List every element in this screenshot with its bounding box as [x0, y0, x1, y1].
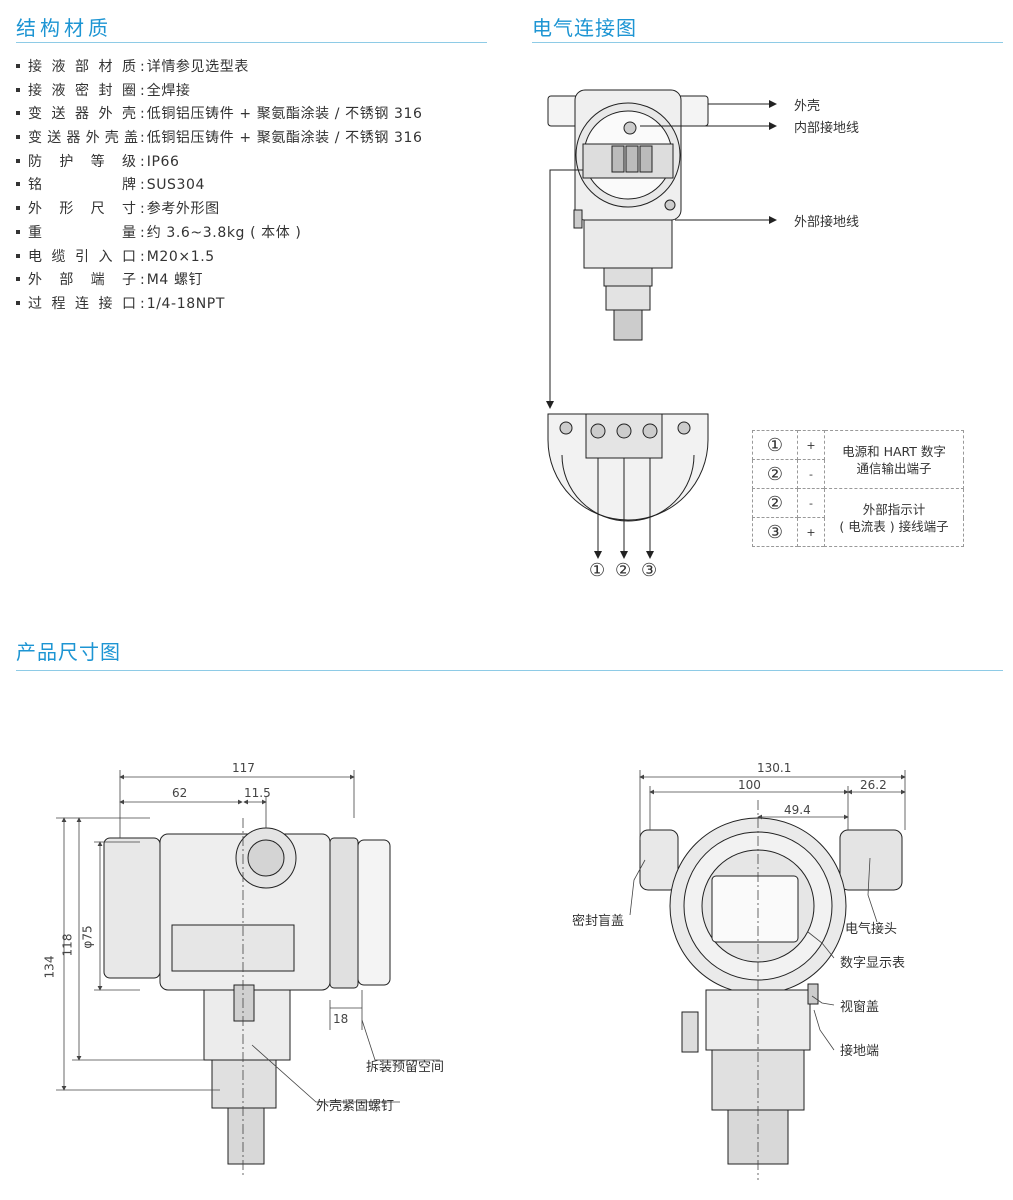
- dim-26-2: 26.2: [860, 778, 887, 792]
- side-view-dimension-lines: [56, 770, 440, 1175]
- dim-130-1: 130.1: [757, 761, 792, 775]
- label-display: 数字显示表: [840, 956, 906, 971]
- spec-item: 电缆引入口:M20×1.5: [16, 246, 423, 270]
- table-row: ② -: [752, 459, 964, 489]
- materials-rule: [16, 42, 487, 43]
- label-removal-space: 拆装预留空间: [366, 1060, 445, 1075]
- terminal-number-1: ①: [589, 560, 606, 581]
- dimensions-title: 产品尺寸图: [16, 640, 121, 664]
- spec-item: 变送器外壳:低铜铝压铸件 + 聚氨酯涂装 / 不锈钢 316: [16, 103, 423, 127]
- label-ground-terminal: 接地端: [840, 1044, 880, 1059]
- table-row: ③ +: [752, 517, 964, 547]
- dim-49-4: 49.4: [784, 803, 811, 817]
- transmitter-wiring-drawing: [547, 89, 709, 341]
- spec-item: 外部端子:M4 螺钉: [16, 269, 423, 293]
- dim-18: 18: [333, 1012, 349, 1026]
- dim-11-5: 11.5: [244, 786, 271, 800]
- front-view-dimension-lines: [629, 770, 906, 1180]
- terminal-block-drawing: [547, 413, 709, 522]
- label-housing-screw: 外壳紧固螺钉: [316, 1099, 395, 1114]
- label-window-cover: 视窗盖: [840, 1000, 880, 1015]
- wiring-rule: [532, 42, 1003, 43]
- dimensions-rule: [16, 670, 1003, 671]
- dim-117: 117: [232, 761, 255, 775]
- dim-phi75: φ75: [80, 925, 95, 949]
- spec-item: 外形尺寸:参考外形图: [16, 198, 423, 222]
- side-view-drawing: [103, 827, 391, 1165]
- dim-134: 134: [42, 955, 57, 979]
- terminal-number-2: ②: [615, 560, 632, 581]
- terminal-table: ① + 电源和 HART 数字 通信输出端子 ② - ② - 外部指示计 ( 电…: [752, 430, 964, 547]
- spec-item: 防护等级:IP66: [16, 151, 423, 175]
- spec-item: 重量:约 3.6~3.8kg ( 本体 ): [16, 222, 423, 246]
- spec-item: 接液密封圈:全焊接: [16, 80, 423, 104]
- terminal-number-3: ③: [641, 560, 658, 581]
- label-shell: 外壳: [794, 99, 821, 114]
- spec-item: 变送器外壳盖:低铜铝压铸件 + 聚氨酯涂装 / 不锈钢 316: [16, 127, 423, 151]
- label-outer-ground: 外部接地线: [794, 215, 860, 230]
- label-cable-gland: 电气接头: [845, 922, 898, 937]
- dim-118: 118: [60, 933, 75, 957]
- label-blind-cap: 密封盲盖: [572, 914, 625, 929]
- front-view-drawing: [639, 817, 903, 1165]
- terminal-desc-hart: 电源和 HART 数字 通信输出端子: [824, 430, 964, 489]
- spec-item: 过程连接口:1/4-18NPT: [16, 293, 423, 317]
- table-row: ② - 外部指示计 ( 电流表 ) 接线端子: [752, 488, 964, 547]
- wiring-title: 电气连接图: [532, 16, 637, 40]
- spec-item: 铭牌:SUS304: [16, 174, 423, 198]
- label-inner-ground: 内部接地线: [794, 121, 860, 136]
- materials-title: 结构材质: [16, 16, 112, 40]
- dim-100: 100: [738, 778, 761, 792]
- terminal-desc-meter: 外部指示计 ( 电流表 ) 接线端子: [824, 488, 964, 547]
- table-row: ① + 电源和 HART 数字 通信输出端子: [752, 430, 964, 489]
- spec-item: 接液部材质:详情参见选型表: [16, 56, 423, 80]
- spec-list: 接液部材质:详情参见选型表 接液密封圈:全焊接 变送器外壳:低铜铝压铸件 + 聚…: [16, 56, 423, 317]
- dim-62: 62: [172, 786, 188, 800]
